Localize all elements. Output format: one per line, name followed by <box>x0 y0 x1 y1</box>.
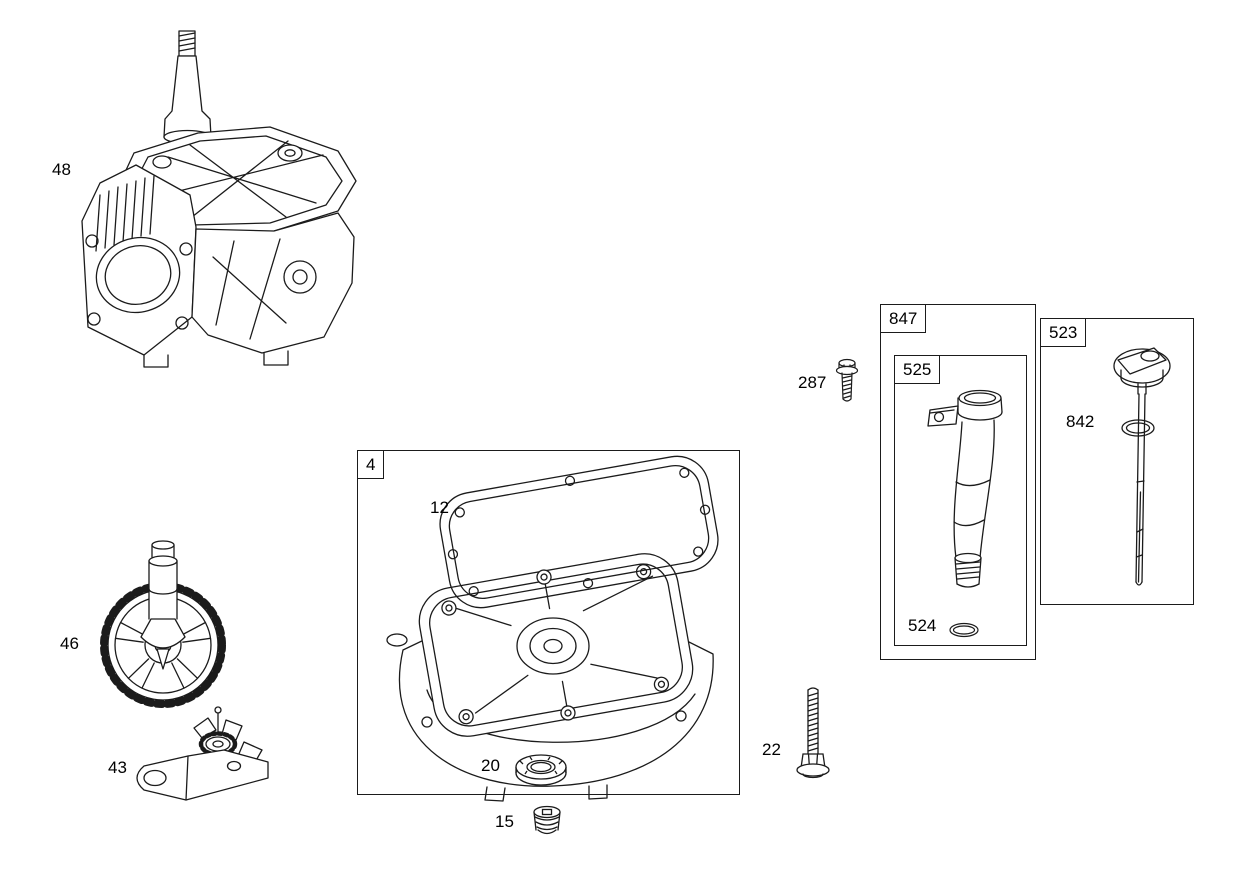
camshaft-drawing <box>100 540 226 708</box>
fill-tube-bolt-drawing <box>835 358 859 402</box>
fill-tube-oring-drawing <box>949 622 979 638</box>
oil-seal-drawing <box>515 754 567 786</box>
callout-gasket: 12 <box>430 498 449 517</box>
group-box-oil-fill-tube <box>894 355 1027 646</box>
group-box-sump <box>357 450 740 795</box>
callout-oil-fill-tube: 525 <box>894 355 941 384</box>
callout-tube-oring: 524 <box>908 616 937 635</box>
cylinder-block-drawing <box>81 30 357 368</box>
callout-sump-group: 4 <box>357 450 385 479</box>
callout-sump-bolt: 22 <box>762 740 781 759</box>
callout-camshaft: 46 <box>60 634 79 653</box>
callout-governor: 43 <box>108 758 127 777</box>
callout-cylinder-block: 48 <box>52 160 71 179</box>
sump-bolt-drawing <box>796 687 830 779</box>
oil-plug-drawing <box>533 805 561 835</box>
dipstick-drawing <box>1113 347 1171 586</box>
callout-oil-fill-group: 847 <box>880 304 927 333</box>
group-box-dipstick <box>1040 318 1194 605</box>
governor-drawing <box>136 706 269 801</box>
callout-fill-tube-bolt: 287 <box>798 373 827 392</box>
callout-oil-plug: 15 <box>495 812 514 831</box>
callout-dipstick-oring: 842 <box>1066 412 1095 431</box>
sump-and-gasket-drawing <box>386 455 719 802</box>
oil-fill-tube-drawing <box>927 389 1003 588</box>
group-box-oil-fill <box>880 304 1036 660</box>
callout-oil-seal: 20 <box>481 756 500 775</box>
callout-dipstick-group: 523 <box>1040 318 1087 347</box>
